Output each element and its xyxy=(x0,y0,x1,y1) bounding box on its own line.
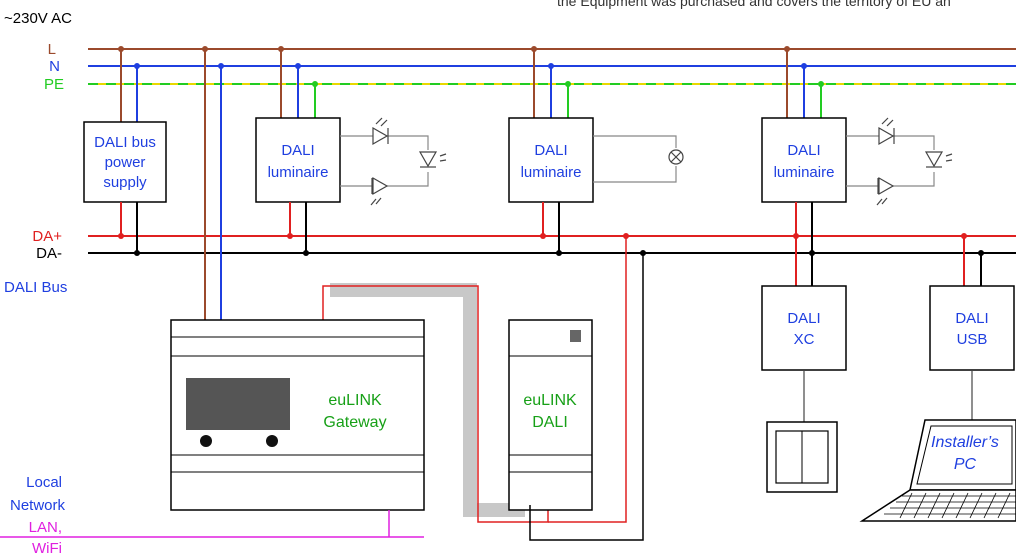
label-n: N xyxy=(49,58,60,75)
dip-switch-icon xyxy=(570,330,581,342)
lum2-line1: DALI xyxy=(534,142,567,159)
wall-switch-icon xyxy=(766,421,838,493)
lum2-line2: luminaire xyxy=(521,164,582,181)
lum1-line1: DALI xyxy=(281,142,314,159)
luminaire-1: DALI luminaire xyxy=(255,46,447,256)
pc-line2: PC xyxy=(954,456,977,473)
lum3-line1: DALI xyxy=(787,142,820,159)
gateway-display xyxy=(186,378,290,430)
network-lan-1: LAN, xyxy=(29,519,62,536)
lum3-line2: luminaire xyxy=(774,164,835,181)
lamp-icon xyxy=(668,149,684,165)
xc-line1: DALI xyxy=(787,310,820,327)
supply-label: ~230V AC xyxy=(4,10,72,27)
gateway-button-left xyxy=(200,435,212,447)
ps-line2: power xyxy=(105,154,146,171)
gateway-line1: euLINK xyxy=(328,392,382,409)
luminaire-3: DALI luminaire xyxy=(761,46,953,206)
xc-line2: XC xyxy=(794,331,815,348)
eulink-dali-line2: DALI xyxy=(532,414,568,431)
luminaire-2: DALI luminaire xyxy=(508,46,684,256)
led-icon xyxy=(876,117,953,206)
network-local-1: Local xyxy=(26,474,62,491)
gateway-line2: Gateway xyxy=(323,414,386,431)
usb-line2: USB xyxy=(957,331,988,348)
lum1-line2: luminaire xyxy=(268,164,329,181)
dali-usb: DALI USB xyxy=(929,233,1015,420)
eulink-dali-line1: euLINK xyxy=(523,392,577,409)
pc-line1: Installer’s xyxy=(931,434,999,451)
network-local-2: Network xyxy=(10,497,66,514)
eulink-dali: euLINK DALI xyxy=(508,319,593,511)
network-lan-2: WiFi xyxy=(32,540,62,557)
label-pe: PE xyxy=(44,76,64,93)
led-icon xyxy=(370,117,447,206)
label-da-minus: DA- xyxy=(36,245,62,262)
ps-line3: supply xyxy=(103,174,147,191)
eulink-gateway: euLINK Gateway xyxy=(170,319,425,511)
dali-bus-title: DALI Bus xyxy=(4,279,67,296)
gateway-button-right xyxy=(266,435,278,447)
dali-xc: DALI XC xyxy=(761,285,847,493)
usb-line1: DALI xyxy=(955,310,988,327)
gateway-cable xyxy=(330,283,525,517)
label-da-plus: DA+ xyxy=(32,228,62,245)
laptop-icon: Installer’s PC xyxy=(859,419,1016,522)
ps-line1: DALI bus xyxy=(94,134,156,151)
label-l: L xyxy=(48,41,56,58)
header-text: the Equipment was purchased and covers t… xyxy=(557,0,951,9)
power-supply-unit: DALI bus power supply xyxy=(83,46,167,256)
